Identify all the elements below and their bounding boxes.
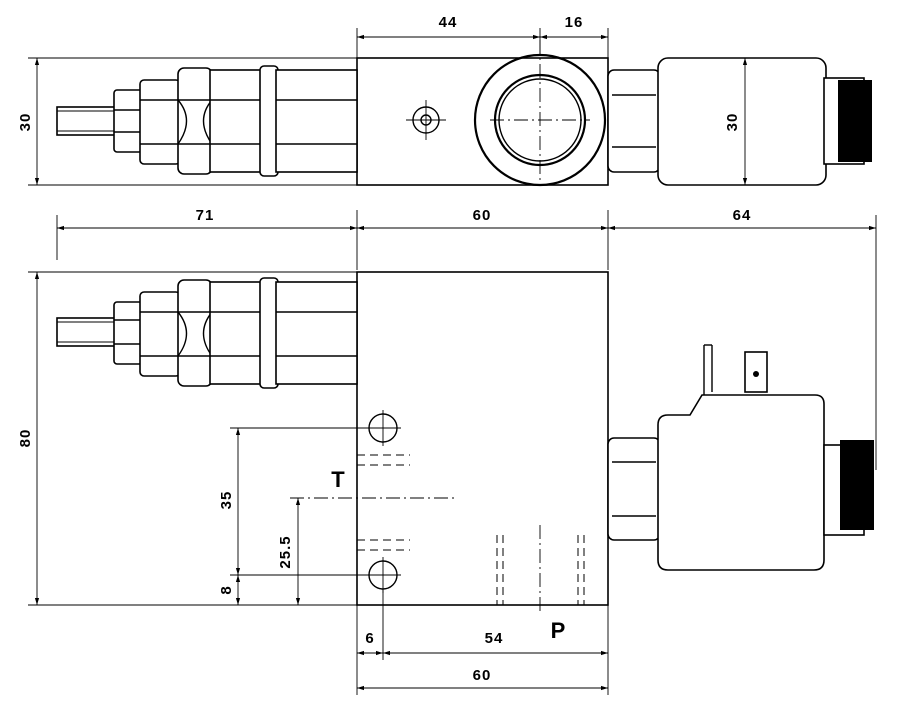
dim-64: 64: [733, 207, 752, 224]
front-solenoid: [607, 344, 874, 571]
dim-35: 35: [218, 491, 235, 510]
top-connector: [838, 80, 872, 162]
top-solenoid: [607, 57, 872, 186]
dim-60-bottom: 60: [473, 667, 492, 684]
top-view: 44 16 30 30: [17, 14, 872, 187]
front-view: 80 35 8 25.5 T P 6 54 60: [17, 271, 874, 695]
port-label-p: P: [551, 618, 566, 643]
dim-16: 16: [565, 14, 584, 31]
front-connector: [840, 440, 874, 530]
dim-60-mid: 60: [473, 207, 492, 224]
top-valve-body: [356, 57, 609, 186]
port-label-t: T: [331, 467, 345, 492]
dim-54: 54: [485, 630, 504, 647]
dim-80: 80: [17, 429, 34, 448]
dim-6: 6: [365, 630, 374, 647]
dim-44: 44: [439, 14, 458, 31]
dim-71: 71: [196, 207, 215, 224]
top-relief-cartridge: [56, 65, 358, 177]
dim-25-5: 25.5: [277, 535, 294, 568]
middle-dimensions: 71 60 64: [56, 207, 877, 470]
front-valve-body: [356, 271, 609, 606]
dim-30-coil: 30: [724, 113, 741, 132]
front-relief-cartridge: [56, 277, 358, 389]
dim-30-left: 30: [17, 113, 34, 132]
dim-8: 8: [218, 585, 235, 594]
